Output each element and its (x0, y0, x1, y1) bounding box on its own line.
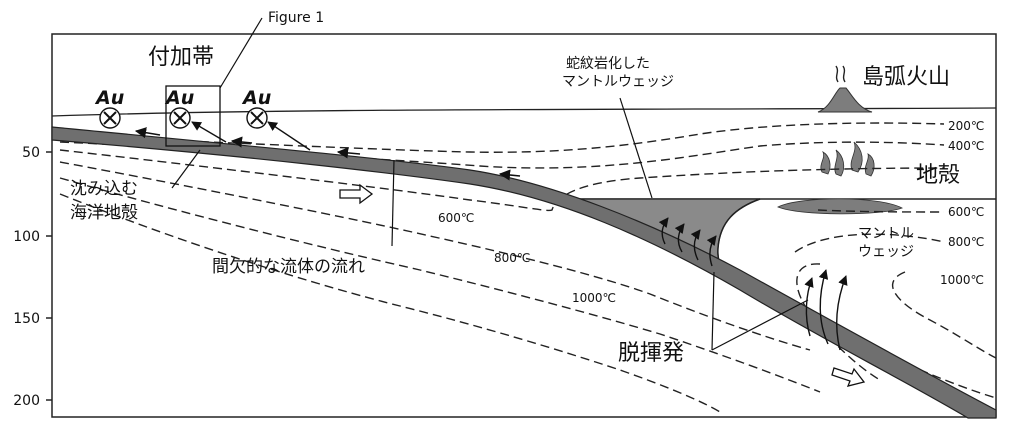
magma-bodies (777, 141, 903, 215)
isotherm-800-slab-label: 800℃ (494, 251, 530, 265)
pickaxe-icon (250, 111, 264, 125)
au-label-left: Au (94, 87, 124, 109)
subducting-slab (51, 126, 997, 419)
pickaxe-icon (173, 111, 187, 125)
serpentinized-label-line2: マントルウェッジ (562, 74, 674, 90)
volcano-shape (817, 87, 873, 113)
isotherm-400-label: 400℃ (948, 139, 984, 153)
volcano-steam-icon (835, 65, 846, 83)
isotherm-1000-slab-label: 1000℃ (572, 291, 616, 305)
isotherm-800-right-label: 800℃ (948, 235, 984, 249)
depth-tick-150: 150 (13, 311, 40, 327)
plate-motion-arrow-left (339, 183, 374, 205)
isotherm-600-right-label: 600℃ (948, 205, 984, 219)
plate-motion-arrow-right (831, 367, 866, 387)
serpentinized-label-line1: 蛇紋岩化した (566, 56, 650, 72)
subducting-crust-label-line2: 海洋地殻 (70, 203, 138, 223)
crust-label: 地殻 (916, 163, 960, 188)
gold-deposit-left (99, 107, 121, 129)
label-leaders (171, 97, 809, 351)
dehydration-label: 脱揮発 (618, 341, 684, 366)
gold-deposit-center (169, 107, 191, 129)
depth-tick-50: 50 (22, 145, 40, 161)
accretionary-wedge-box (165, 85, 221, 147)
pickaxe-icon (103, 111, 117, 125)
figure-ref-label: Figure 1 (268, 10, 324, 26)
dehydration-arrows (658, 217, 848, 351)
isotherm-200-label: 200℃ (948, 119, 984, 133)
isotherm-1000-right-label: 1000℃ (940, 273, 984, 287)
accretionary-wedge-label: 付加帯 (148, 45, 214, 70)
subducting-crust-label-line1: 沈み込む (70, 179, 138, 199)
gold-deposit-right (246, 107, 268, 129)
au-label-right: Au (241, 87, 271, 109)
island-arc-volcano-label: 島弧火山 (862, 65, 950, 90)
intermittent-flow-label: 間欠的な流体の流れ (212, 257, 365, 277)
figure1-leader (219, 17, 263, 89)
isotherm-600-slab-label: 600℃ (438, 211, 474, 225)
mantle-wedge-label-line2: ウェッジ (858, 244, 914, 260)
slab-flow-arrows (134, 127, 521, 181)
diagram-frame (51, 33, 997, 418)
depth-axis: 50 100 150 200 (13, 145, 52, 409)
depth-tick-200: 200 (13, 393, 40, 409)
mantle-wedge-label-line1: マントル (858, 226, 914, 242)
depth-tick-100: 100 (13, 229, 40, 245)
au-label-center: Au (164, 87, 194, 109)
